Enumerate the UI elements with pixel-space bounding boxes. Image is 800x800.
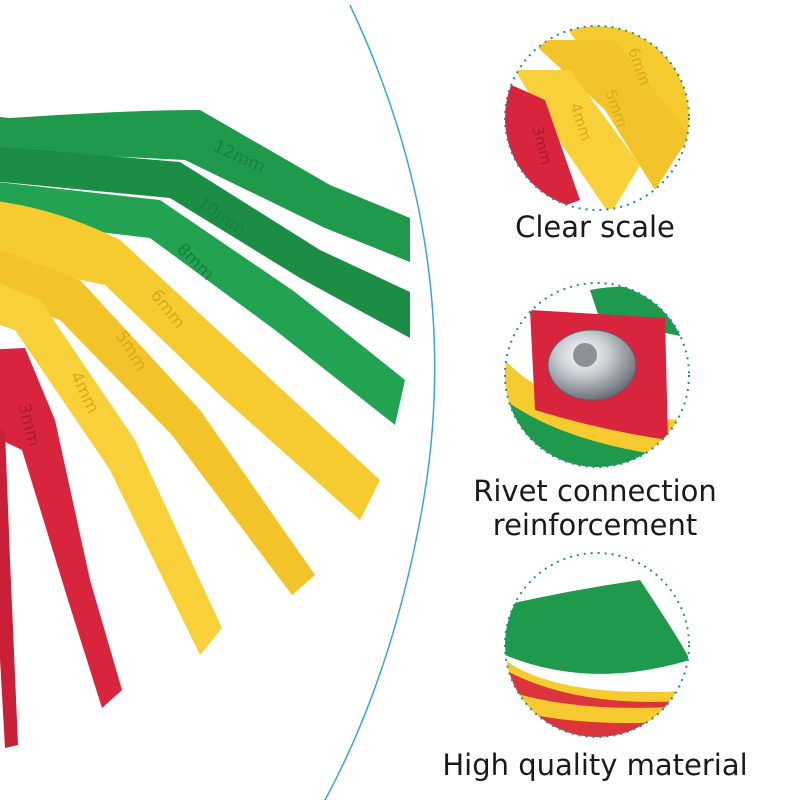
rivet-label-line2: reinforcement	[492, 508, 698, 542]
inset-clear-scale: 6mm 5mm 4mm 3mm	[504, 25, 690, 211]
dotted-circle-1	[504, 25, 690, 211]
green-blade-12mm	[0, 110, 410, 262]
gauge-blade-fan: 12mm 10mm 8mm 6mm 5mm 4mm 3mm	[0, 110, 410, 748]
rivet-socket	[573, 343, 597, 367]
dotted-circle-3	[504, 552, 690, 738]
divider-arc	[324, 4, 436, 800]
red-blade-small	[0, 428, 18, 748]
yellow-blade-5mm	[0, 249, 315, 595]
dotted-circle-2	[504, 282, 690, 468]
yellow-blade-4mm	[0, 283, 222, 655]
rivet-label-line1: Rivet connection	[473, 474, 717, 508]
material-label: High quality material	[442, 748, 748, 782]
red-blade-3mm	[0, 348, 122, 708]
green-blade-10mm	[0, 146, 410, 338]
inset-rivet	[504, 282, 690, 468]
clear-scale-label: Clear scale	[515, 210, 675, 244]
rivet	[547, 329, 637, 401]
yellow-blade-6mm	[0, 201, 380, 520]
green-blade-8mm	[0, 182, 405, 425]
inset-material	[504, 552, 690, 738]
rivet-label: Rivet connection reinforcement	[440, 474, 750, 542]
